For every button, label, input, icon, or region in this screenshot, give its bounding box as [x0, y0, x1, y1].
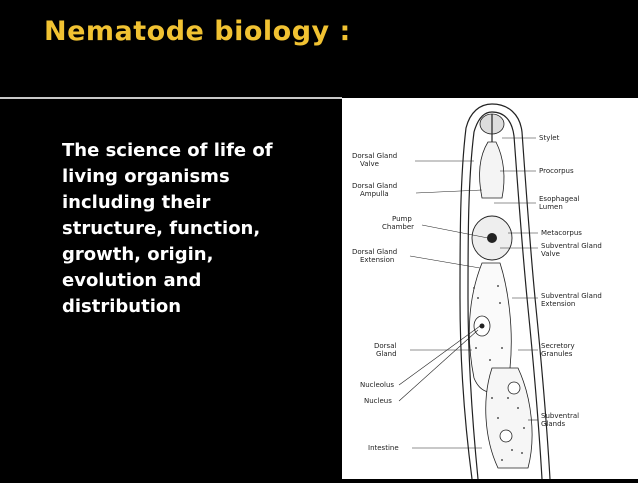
label-secretory-granules: Secretory [541, 342, 575, 350]
label-dorsal-gland: Dorsal [374, 342, 396, 350]
body-line: structure, function, [62, 218, 261, 239]
title-divider [0, 97, 342, 99]
label-subventral-gland-valve-2: Valve [541, 250, 560, 258]
label-nucleus: Nucleus [364, 397, 392, 405]
procorpus-shape [479, 141, 505, 199]
body-line: distribution [62, 296, 182, 317]
right-leader-lines [494, 137, 538, 421]
label-dorsal-gland-extension-2: Extension [360, 256, 394, 264]
nematode-body [459, 103, 551, 480]
body-line: including their [62, 192, 211, 213]
label-stylet: Stylet [539, 134, 560, 142]
label-pump-chamber: Pump [392, 215, 412, 223]
label-dorsal-gland-ampulla-2: Ampulla [360, 190, 389, 198]
label-nucleolus: Nucleolus [360, 381, 394, 389]
label-secretory-granules-2: Granules [541, 350, 573, 358]
label-dorsal-gland-valve: Dorsal Gland [352, 152, 397, 160]
pump-chamber-shape [487, 233, 497, 243]
stylet-shape [479, 113, 505, 142]
body-line: The science of life of [62, 140, 273, 161]
label-subventral-glands-2: Glands [541, 420, 566, 428]
body-text: The science of life of living organisms … [62, 138, 332, 320]
label-subventral-gland-extension-2: Extension [541, 300, 575, 308]
gland-nucleus-shape [507, 381, 521, 395]
gland-nucleus-shape [499, 429, 513, 443]
label-dorsal-gland-valve-2: Valve [360, 160, 379, 168]
label-dorsal-gland-ampulla: Dorsal Gland [352, 182, 397, 190]
label-subventral-glands: Subventral [541, 412, 579, 420]
nucleolus-shape [479, 323, 485, 329]
nematode-diagram: Dorsal Gland Valve Dorsal Gland Ampulla … [342, 98, 638, 480]
label-esophageal-lumen: Esophageal [539, 195, 580, 203]
label-subventral-gland-extension: Subventral Gland [541, 292, 602, 300]
secretory-granules [473, 285, 525, 461]
label-dorsal-gland-extension: Dorsal Gland [352, 248, 397, 256]
body-line: living organisms [62, 166, 230, 187]
label-intestine: Intestine [368, 444, 399, 452]
label-dorsal-gland-2: Gland [376, 350, 397, 358]
label-metacorpus: Metacorpus [541, 229, 582, 237]
label-esophageal-lumen-2: Lumen [539, 203, 563, 211]
subventral-glands-shape [485, 367, 533, 469]
label-pump-chamber-2: Chamber [382, 223, 414, 231]
nematode-anatomy-svg: Dorsal Gland Valve Dorsal Gland Ampulla … [352, 103, 602, 480]
label-procorpus: Procorpus [539, 167, 574, 175]
body-line: growth, origin, [62, 244, 214, 265]
label-subventral-gland-valve: Subventral Gland [541, 242, 602, 250]
slide-title: Nematode biology : [44, 16, 351, 47]
body-line: evolution and [62, 270, 202, 291]
left-leader-lines [398, 160, 489, 449]
